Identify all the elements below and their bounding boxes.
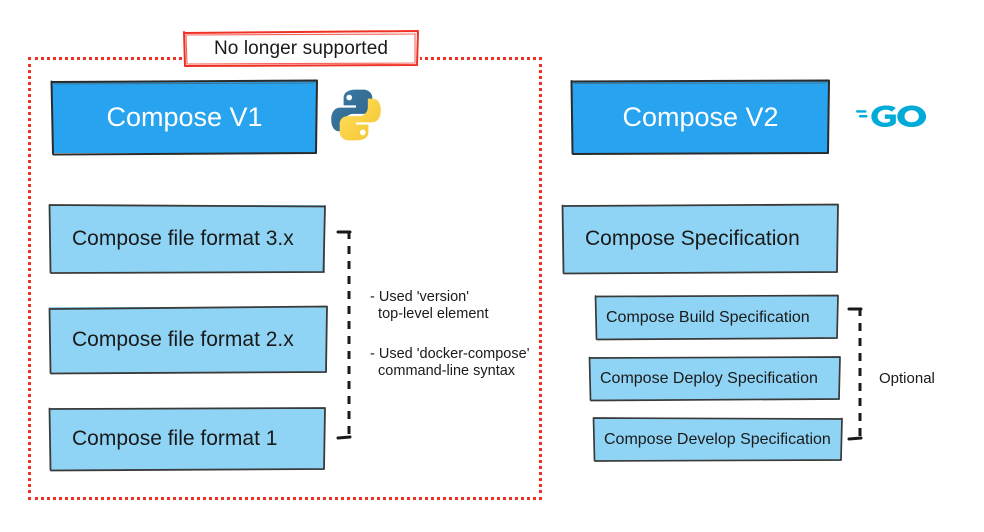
no-longer-supported-callout: No longer supported bbox=[182, 29, 420, 68]
compose-file-format-1-box[interactable]: Compose file format 1 bbox=[48, 407, 326, 472]
compose-specification-label: Compose Specification bbox=[585, 227, 800, 250]
optional-label: Optional bbox=[879, 370, 935, 387]
compose-file-format-3x-label: Compose file format 3.x bbox=[72, 226, 294, 250]
compose-build-specification-label: Compose Build Specification bbox=[606, 308, 810, 326]
compose-v2-header-box[interactable]: Compose V2 bbox=[570, 79, 830, 155]
compose-develop-specification-box[interactable]: Compose Develop Specification bbox=[592, 417, 843, 462]
compose-specification-box[interactable]: Compose Specification bbox=[561, 203, 839, 275]
v1-note-command-line: - Used 'docker-compose' command-line syn… bbox=[370, 346, 530, 379]
compose-v1-label: Compose V1 bbox=[106, 101, 263, 132]
python-logo bbox=[325, 84, 387, 146]
compose-deploy-specification-label: Compose Deploy Specification bbox=[600, 369, 818, 387]
go-logo bbox=[856, 96, 928, 136]
compose-deploy-specification-box[interactable]: Compose Deploy Specification bbox=[588, 356, 841, 402]
optional-brace bbox=[847, 307, 863, 441]
compose-v2-label: Compose V2 bbox=[622, 101, 779, 132]
compose-file-format-1-label: Compose file format 1 bbox=[72, 427, 278, 450]
compose-file-format-2x-label: Compose file format 2.x bbox=[72, 328, 294, 351]
v1-note-version: - Used 'version' top-level element bbox=[370, 289, 489, 322]
compose-file-format-2x-box[interactable]: Compose file format 2.x bbox=[48, 305, 328, 375]
compose-develop-specification-label: Compose Develop Specification bbox=[604, 430, 831, 448]
compose-build-specification-box[interactable]: Compose Build Specification bbox=[594, 294, 839, 341]
callout-text: No longer supported bbox=[213, 37, 389, 59]
python-logo-icon bbox=[331, 89, 381, 141]
go-logo-icon bbox=[856, 105, 927, 128]
compose-v1-header-box[interactable]: Compose V1 bbox=[50, 79, 318, 156]
compose-file-format-3x-box[interactable]: Compose file format 3.x bbox=[48, 204, 326, 274]
